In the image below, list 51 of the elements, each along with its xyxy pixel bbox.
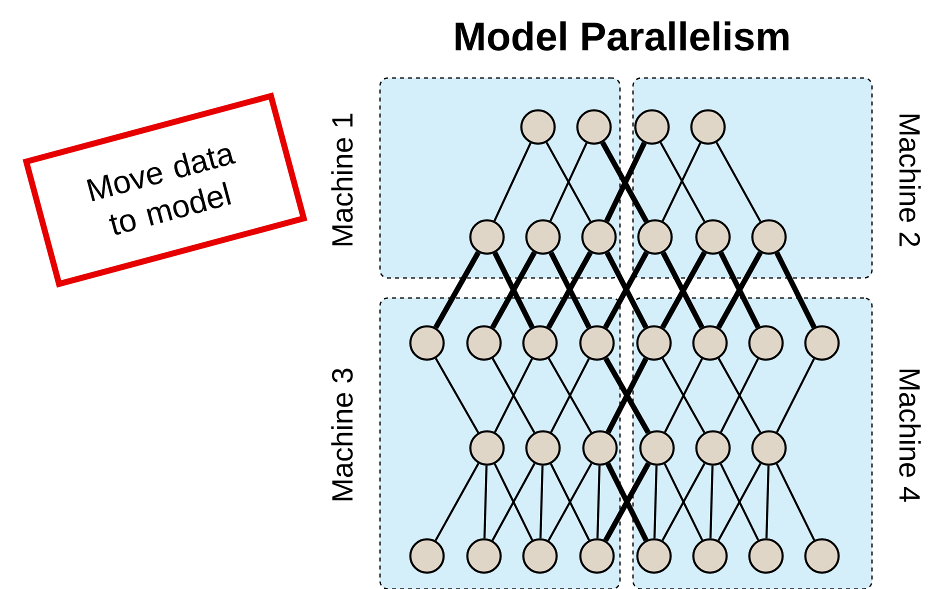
connection-line [596, 466, 601, 538]
connection-line [774, 252, 816, 328]
neuron-circle [751, 430, 787, 466]
neuron-circle [636, 325, 672, 361]
neuron-circle [579, 538, 615, 574]
neuron-circle [690, 109, 726, 145]
neuron-circle [466, 325, 502, 361]
neuron-circle [576, 109, 612, 145]
neuron-circle [525, 430, 561, 466]
title: Model Parallelism [456, 21, 788, 51]
connection-line [776, 358, 815, 433]
neuron-circle [639, 430, 675, 466]
node-label: Machine 1 [331, 114, 353, 246]
connection-line [709, 466, 714, 538]
connection-line [539, 466, 544, 538]
neuron-circle [579, 325, 615, 361]
connection-line [483, 466, 488, 538]
neuron-circle [634, 109, 670, 145]
connection-line [653, 466, 658, 538]
neuron-circle [466, 538, 502, 574]
neuron-circle [469, 219, 505, 255]
neuron-circle [522, 538, 558, 574]
neuron-circle [692, 325, 728, 361]
neuron-circle [636, 538, 672, 574]
neuron-circle [692, 538, 728, 574]
neuron-circle [469, 430, 505, 466]
neuron-circle [751, 219, 787, 255]
node-label: Machine 2 [899, 114, 921, 246]
neuron-circle [695, 219, 731, 255]
neuron-circle [695, 430, 731, 466]
connection-line [494, 142, 532, 222]
neuron-circle [637, 219, 673, 255]
neuron-circle [748, 325, 784, 361]
connection-line [434, 358, 480, 434]
connection-line [433, 251, 481, 329]
neuron-circle [522, 325, 558, 361]
neuron-circle [804, 538, 840, 574]
neuron-circle [525, 219, 561, 255]
connection-line [434, 462, 480, 541]
connection-line [716, 142, 762, 222]
neuron-circle [804, 325, 840, 361]
neuron-circle [582, 430, 618, 466]
neuron-circle [520, 109, 556, 145]
node-label: Machine 3 [331, 368, 353, 500]
connection-line [776, 463, 816, 541]
node-label: Machine 4 [899, 370, 921, 502]
neuron-circle [409, 325, 445, 361]
neuron-circle [581, 219, 617, 255]
neuron-circle [409, 538, 445, 574]
connection-line [765, 466, 770, 538]
neuron-circle [748, 538, 784, 574]
